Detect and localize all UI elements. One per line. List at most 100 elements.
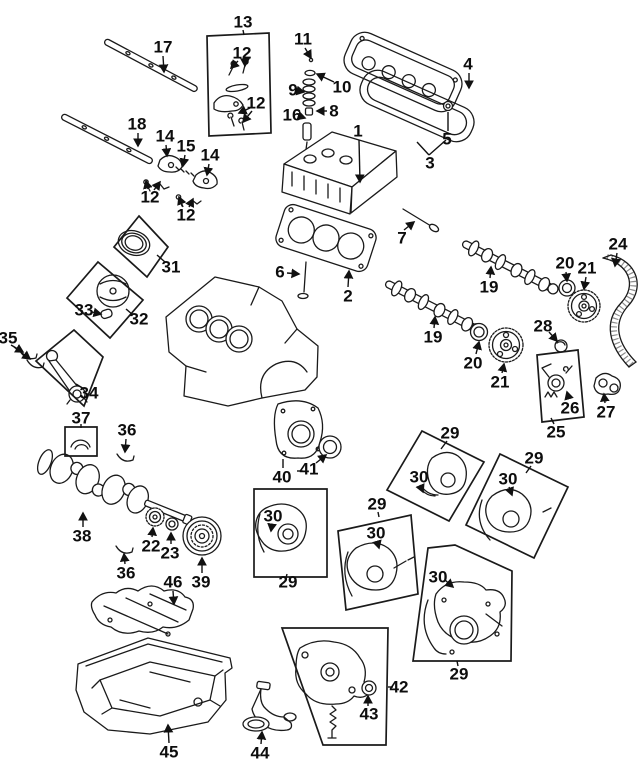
callout-label-12-17: 12	[141, 188, 160, 207]
leader-line-46	[168, 590, 179, 606]
grommet-drawing	[442, 100, 454, 112]
group-box-13	[206, 32, 272, 137]
group-box-42	[280, 627, 389, 746]
callout-label-3-12: 3	[425, 154, 434, 173]
callout-label-37-38: 37	[72, 409, 91, 428]
callout-label-26-36: 26	[561, 399, 580, 418]
callout-label-43-59: 43	[360, 705, 379, 724]
leader-line-12	[151, 180, 161, 191]
callout-label-29-52: 29	[279, 573, 298, 592]
timing-cover-29e-drawing	[423, 581, 506, 655]
callout-label-12-18: 12	[177, 206, 196, 225]
callout-label-11-4: 11	[294, 30, 312, 49]
callout-label-20-29: 20	[556, 254, 575, 273]
leader-line-30	[415, 483, 425, 494]
callout-label-30-56: 30	[429, 568, 448, 587]
leader-line-21	[580, 276, 591, 291]
engine-block-drawing	[165, 276, 319, 407]
leader-line-35	[13, 346, 32, 360]
leader-line-16	[296, 110, 307, 121]
leader-line-29	[377, 511, 380, 518]
tensioner-25-26-drawing	[541, 363, 573, 398]
callout-label-31-19: 31	[162, 258, 181, 277]
callout-label-40-46: 40	[273, 468, 292, 487]
valve-6-drawing	[297, 261, 309, 300]
callout-label-5-11: 5	[442, 130, 451, 149]
leader-line-25	[550, 417, 555, 425]
rear-seal-plate-40-drawing	[273, 400, 324, 459]
oil-pan-45-drawing	[75, 637, 233, 735]
callout-label-25-35: 25	[547, 423, 566, 442]
callout-label-12-2: 12	[233, 44, 252, 63]
group-box-31	[112, 214, 170, 279]
leader-line-29	[440, 440, 448, 450]
group-box-29e	[412, 544, 513, 662]
group-box-29c	[253, 488, 328, 578]
leader-line-7	[403, 221, 416, 231]
timing-belt-drawing	[602, 254, 638, 368]
leader-line-17	[158, 55, 169, 74]
group-box-29d	[337, 513, 419, 612]
callout-label-29-57: 29	[450, 665, 469, 684]
leader-line-45	[163, 723, 174, 744]
rocker-shaft-18-drawing	[61, 113, 153, 165]
callout-label-41-47: 41	[300, 460, 319, 479]
leader-line-30	[267, 522, 277, 533]
callout-label-46-45: 46	[164, 573, 183, 592]
cam-gear-lower-drawing	[488, 327, 524, 363]
callout-label-30-55: 30	[367, 524, 386, 543]
callout-label-16-8: 16	[283, 106, 302, 125]
leader-line-22	[147, 526, 158, 538]
group-boxes-layer	[34, 32, 585, 746]
leader-line-27	[599, 392, 610, 404]
group-box-29b	[464, 452, 570, 560]
leader-line-2	[343, 269, 354, 288]
callout-label-24-33: 24	[609, 235, 628, 254]
leader-line-30	[372, 539, 382, 550]
leader-line-14	[203, 163, 214, 177]
camshaft-upper-drawing	[461, 240, 559, 295]
rear-main-seal-41-drawing	[318, 435, 342, 459]
leader-line-33	[91, 307, 103, 318]
leader-line-24	[611, 252, 621, 268]
leader-line-13	[242, 29, 245, 36]
leader-line-20	[561, 271, 572, 283]
valve-7-drawing	[402, 208, 440, 233]
leader-line-11	[302, 47, 312, 60]
group-box-32	[65, 260, 145, 340]
callout-label-8-7: 8	[329, 102, 338, 121]
leader-line-41	[315, 454, 328, 464]
leader-line-20	[472, 340, 482, 355]
crankshaft-drawing	[36, 449, 193, 526]
callout-label-33-20: 33	[75, 301, 94, 320]
leader-line-36	[120, 438, 131, 454]
leader-line-32	[125, 308, 134, 316]
leader-line-1	[354, 139, 365, 184]
leader-line-29	[456, 660, 459, 667]
leader-line-12	[237, 105, 251, 115]
callout-label-20-30: 20	[464, 354, 483, 373]
callout-label-21-32: 21	[491, 373, 510, 392]
leader-line-12	[242, 110, 253, 124]
callout-label-23-42: 23	[161, 544, 180, 563]
callout-label-29-48: 29	[441, 424, 460, 443]
leader-line-29	[285, 573, 288, 579]
leader-line-29	[525, 465, 532, 474]
rocker-shaft-17-drawing	[103, 38, 198, 93]
callout-label-19-28: 19	[424, 328, 443, 347]
leader-line-21	[497, 362, 508, 374]
leader-line-12	[143, 179, 153, 190]
callout-label-10-6: 10	[333, 78, 352, 97]
callout-label-28-34: 28	[534, 317, 553, 336]
head-gasket-drawing	[275, 203, 377, 273]
cam-gear-upper-drawing	[567, 289, 601, 323]
callout-label-27-37: 27	[597, 403, 616, 422]
cylinder-head-drawing	[281, 131, 398, 215]
baffle-plate-46-drawing	[90, 585, 194, 637]
leader-line-34	[75, 383, 85, 390]
leader-line-12	[185, 197, 195, 208]
callout-label-12-3: 12	[247, 94, 266, 113]
group-box-29a	[385, 429, 486, 523]
